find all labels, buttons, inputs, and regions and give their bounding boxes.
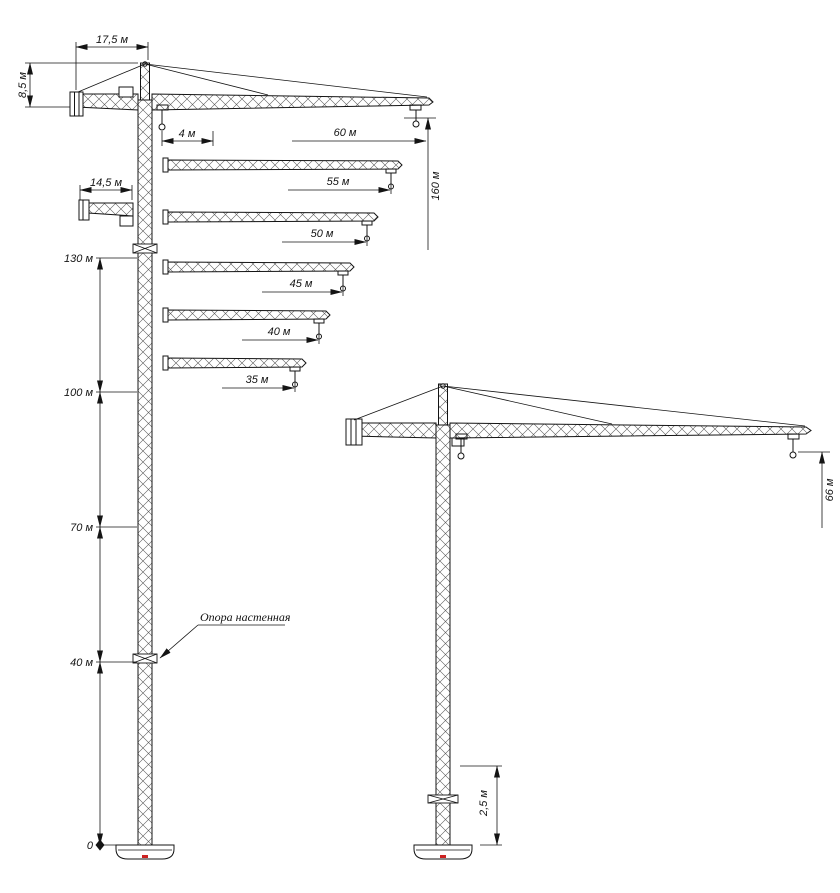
dim-label-17-5m: 17,5 м bbox=[96, 34, 128, 46]
right-near-hook-icon bbox=[455, 433, 468, 460]
right-counterweight bbox=[345, 418, 363, 446]
wall-support-leader bbox=[159, 624, 285, 659]
dim-label-4m: 4 м bbox=[179, 128, 196, 140]
dim-8-5 bbox=[25, 62, 138, 108]
level-label-40m: 40 м bbox=[70, 657, 93, 669]
dim-label-160m: 160 м bbox=[430, 171, 442, 200]
level-label-130m: 130 м bbox=[64, 253, 93, 265]
dim-55 bbox=[288, 183, 392, 194]
base-center-mark bbox=[142, 855, 148, 858]
level-label-0: 0 bbox=[87, 840, 94, 852]
wall-anchor-lower-icon bbox=[132, 653, 158, 664]
right-crane-counter-jib bbox=[351, 422, 437, 439]
dim-160 bbox=[404, 117, 436, 250]
right-crane-base bbox=[413, 844, 473, 860]
jib-variant-35m bbox=[162, 355, 307, 388]
short-counter-jib-variant bbox=[78, 199, 134, 227]
right-tower-platform-icon bbox=[427, 794, 459, 804]
dim-label-8-5m: 8,5 м bbox=[17, 72, 29, 98]
right-crane bbox=[345, 383, 812, 860]
dim-4 bbox=[161, 131, 214, 146]
left-crane-cab bbox=[118, 86, 134, 98]
dim-2-5 bbox=[460, 765, 502, 846]
right-tip-hook-icon bbox=[787, 433, 800, 459]
left-tie-rods bbox=[77, 63, 428, 98]
left-crane-jib bbox=[151, 93, 434, 111]
dim-label-50m: 50 м bbox=[311, 228, 334, 240]
right-tie-rods bbox=[353, 385, 806, 427]
dim-40 bbox=[242, 333, 320, 344]
dim-label-45m: 45 м bbox=[290, 278, 313, 290]
left-near-hook-icon bbox=[156, 104, 169, 131]
dim-14-5 bbox=[79, 185, 133, 200]
dim-17-5 bbox=[75, 42, 149, 90]
dim-label-60m: 60 м bbox=[334, 127, 357, 139]
jib-variant-50m bbox=[162, 209, 379, 242]
dim-45 bbox=[262, 285, 344, 296]
left-crane-apex bbox=[140, 62, 150, 101]
level-label-100m: 100 м bbox=[64, 387, 93, 399]
right-crane-jib bbox=[449, 422, 812, 439]
jib-variants bbox=[162, 157, 403, 388]
dim-35 bbox=[222, 381, 296, 392]
dim-label-55m: 55 м bbox=[327, 176, 350, 188]
right-crane-tower bbox=[435, 424, 451, 846]
dim-label-35m: 35 м bbox=[246, 374, 269, 386]
left-crane-tower bbox=[137, 99, 153, 846]
wall-support-note: Опора настенная bbox=[200, 610, 291, 624]
datum-diamond-icon bbox=[95, 839, 105, 851]
jib-variant-45m bbox=[162, 259, 355, 292]
left-crane bbox=[69, 61, 434, 860]
jib-variant-40m bbox=[162, 307, 331, 340]
dim-label-2-5m: 2,5 м bbox=[478, 790, 490, 817]
height-scale bbox=[95, 257, 137, 851]
left-counterweight bbox=[69, 91, 84, 117]
left-crane-base bbox=[115, 844, 175, 860]
dim-50 bbox=[282, 235, 368, 246]
left-tip-hook-icon bbox=[409, 104, 422, 128]
dim-66 bbox=[798, 451, 830, 528]
base-center-mark bbox=[440, 855, 446, 858]
right-crane-apex bbox=[438, 383, 448, 426]
wall-anchor-upper-icon bbox=[132, 243, 158, 254]
dimension-lines bbox=[25, 42, 830, 851]
dim-label-40m: 40 м bbox=[268, 326, 291, 338]
level-label-70m: 70 м bbox=[70, 522, 93, 534]
dim-label-14-5m: 14,5 м bbox=[90, 177, 122, 189]
labels: 17,5 м 8,5 м 4 м 60 м 160 м 55 м 50 м 45… bbox=[17, 34, 836, 852]
dim-label-66m: 66 м bbox=[824, 478, 836, 501]
jib-variant-55m bbox=[162, 157, 403, 190]
right-crane-winch bbox=[451, 437, 465, 447]
